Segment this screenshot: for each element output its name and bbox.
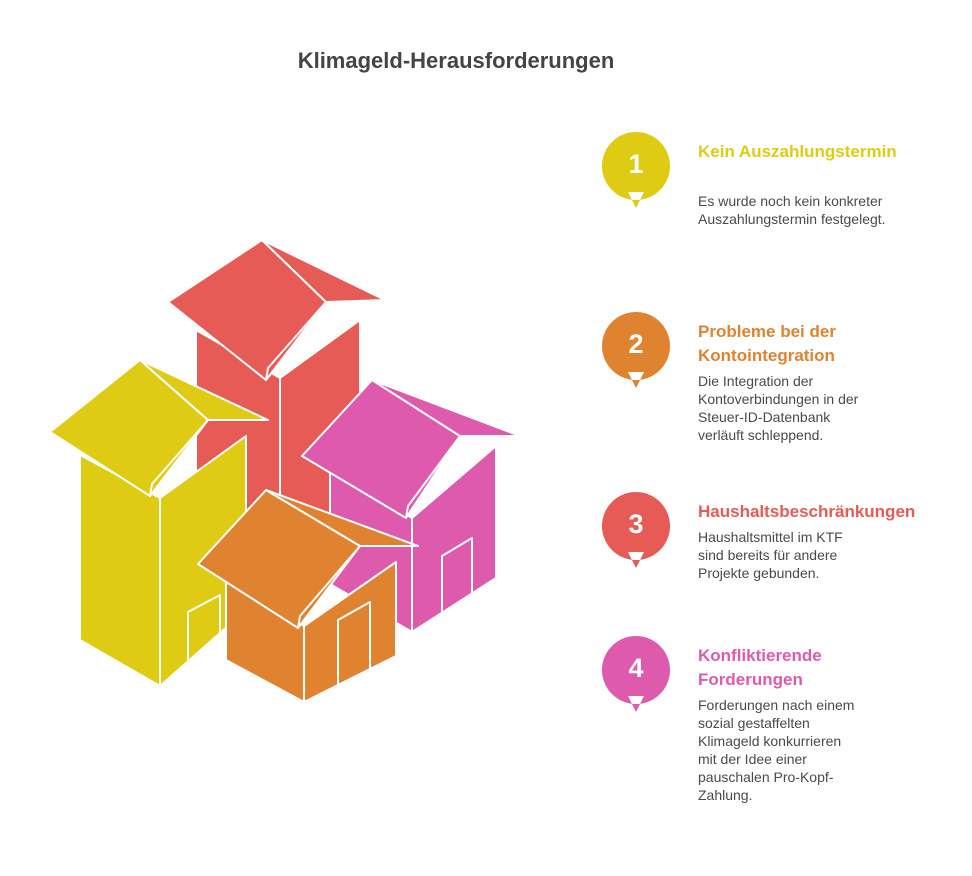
number-pin-icon: 4	[600, 634, 672, 718]
number-pin-icon: 3	[600, 490, 672, 574]
yellow-house-roof-right	[139, 359, 269, 421]
magenta-house-door	[441, 537, 473, 621]
challenge-item-4: 4 Konfliktierende Forderungen Forderunge…	[600, 634, 960, 824]
yellow-house-door	[187, 594, 221, 677]
number-pin-icon: 1	[600, 130, 672, 214]
item-number: 4	[628, 653, 644, 683]
magenta-house-side-wall	[411, 445, 497, 633]
challenge-item-2: 2 Probleme bei der Kontointegration Die …	[600, 310, 960, 460]
item-description: Die Integration der Kontoverbindungen in…	[698, 373, 859, 443]
orange-house-door	[337, 601, 371, 691]
challenge-item-3: 3 Haushaltsbeschränkungen Haushaltsmitte…	[600, 490, 960, 600]
page-title: Klimageld-Herausforderungen	[297, 48, 615, 73]
item-title: Probleme bei der Kontointegration	[698, 322, 836, 365]
item-description: Haushaltsmittel im KTF sind bereits für …	[698, 529, 843, 581]
item-number: 2	[628, 329, 644, 359]
item-description: Es wurde noch kein konkreter Auszahlungs…	[698, 193, 886, 227]
orange-house-roof-right	[265, 489, 419, 547]
orange-house	[197, 489, 419, 703]
challenge-item-1: 1 Kein Auszahlungstermin Es wurde noch k…	[600, 130, 960, 280]
red-house-roof-right	[261, 239, 386, 303]
magenta-house-roof-right	[371, 379, 521, 437]
item-title: Konfliktierende Forderungen	[698, 646, 822, 689]
item-number: 3	[628, 509, 644, 539]
houses-illustration	[49, 239, 521, 703]
orange-house-side-wall	[303, 561, 397, 703]
item-title: Haushaltsbeschränkungen	[698, 502, 916, 521]
item-description: Forderungen nach einem sozial gestaffelt…	[698, 697, 855, 803]
number-pin-icon: 2	[600, 310, 672, 394]
item-title: Kein Auszahlungstermin	[698, 142, 897, 161]
item-number: 1	[628, 149, 644, 179]
